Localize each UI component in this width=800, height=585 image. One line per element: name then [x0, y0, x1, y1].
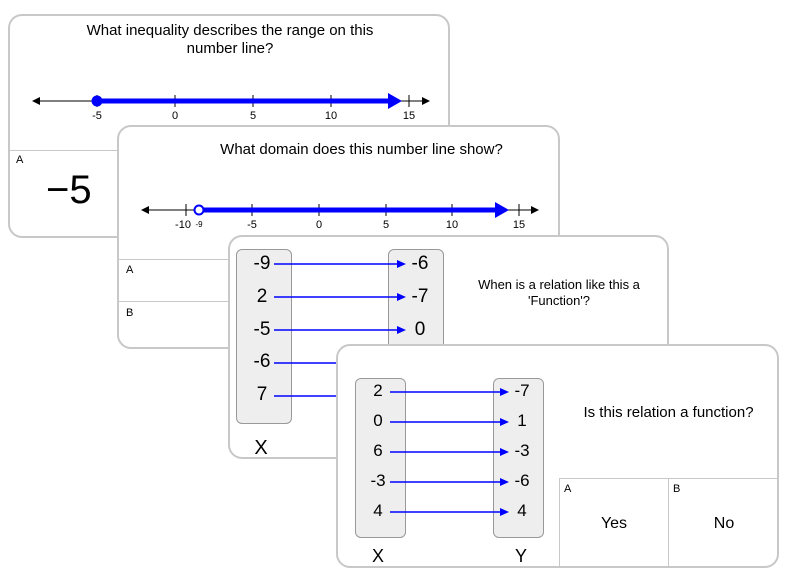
card3-y-value: -7 — [411, 286, 429, 307]
card4-answer-separator — [668, 478, 669, 566]
card4-y-value: -7 — [514, 381, 530, 400]
card3-arrowhead — [397, 260, 406, 268]
card1-tick-label: -5 — [92, 110, 102, 122]
card4-option-a[interactable]: A Yes — [560, 479, 668, 566]
card2-open-endpoint — [193, 204, 205, 216]
card2-question: What domain does this number line show? — [220, 141, 503, 158]
card-relation-is-function[interactable]: 2 0 6 -3 4 -7 1 -3 -6 4 X Y Is this rela… — [336, 344, 779, 568]
card1-option-a-value[interactable]: −5 — [46, 168, 92, 212]
card2-tick-label: 5 — [383, 219, 389, 231]
card4-option-a-text: Yes — [600, 515, 628, 532]
card4-option-b-text: No — [713, 515, 735, 532]
card2-axis-right-arrow — [531, 206, 539, 214]
card4-arrowhead — [500, 508, 509, 516]
card3-x-axis-label: X — [254, 437, 268, 459]
card4-option-b-label: B — [673, 483, 681, 495]
card4-arrowhead — [500, 418, 509, 426]
card4-x-value: 2 — [373, 381, 383, 400]
card4-mapping-arrows — [390, 388, 509, 516]
card1-axis-left-arrow — [32, 97, 40, 105]
card1-range-arrowhead — [388, 93, 402, 109]
card3-question: When is a relation like this a 'Function… — [478, 277, 640, 308]
card2-tick-label: -10 — [175, 219, 191, 231]
card4-x-value: 0 — [373, 411, 383, 430]
card3-x-value: -6 — [253, 351, 271, 372]
card2-tick-label: 15 — [513, 219, 525, 231]
card4-y-value: 1 — [517, 411, 527, 430]
card4-option-a-label: A — [564, 483, 572, 495]
card3-x-value: -5 — [253, 319, 271, 340]
card1-tick-label: 5 — [250, 110, 256, 122]
card3-x-value: -9 — [253, 253, 271, 274]
card4-x-value: 4 — [373, 501, 383, 520]
card4-arrowhead — [500, 388, 509, 396]
card4-question: Is this relation a function? — [583, 404, 754, 421]
card4-y-value: -6 — [514, 471, 530, 490]
card3-y-value: 0 — [414, 319, 426, 340]
card3-x-value: 7 — [256, 384, 268, 405]
card1-closed-endpoint — [91, 95, 103, 107]
card4-y-value: -3 — [514, 441, 530, 460]
card4-y-value: 4 — [517, 501, 527, 520]
card3-arrowhead — [397, 326, 406, 334]
card4-arrowhead — [500, 448, 509, 456]
card1-option-a-label: A — [16, 154, 24, 166]
card1-axis-right-arrow — [422, 97, 430, 105]
card4-option-b[interactable]: B No — [669, 479, 777, 566]
card4-arrowhead — [500, 478, 509, 486]
card4-x-value: -3 — [370, 471, 386, 490]
card2-tick-label: 0 — [316, 219, 322, 231]
card3-y-value: -6 — [411, 253, 429, 274]
card2-number-line: -10 -9 -5 0 5 10 15 — [141, 202, 539, 231]
card2-tick-label: 10 — [446, 219, 458, 231]
card3-arrowhead — [397, 293, 406, 301]
card3-x-value: 2 — [256, 286, 268, 307]
card4-x-value: 6 — [373, 441, 383, 460]
card2-option-a-label[interactable]: A — [126, 264, 134, 276]
card1-tick-label: 10 — [325, 110, 337, 122]
card4-answer-left-border — [559, 478, 560, 566]
card2-minor-label: -9 — [195, 220, 203, 229]
card1-question: What inequality describes the range on t… — [86, 22, 374, 57]
card2-tick-label: -5 — [247, 219, 257, 231]
card3-x-column — [236, 249, 292, 424]
card4-x-axis-label: X — [371, 546, 384, 566]
card2-domain-arrowhead — [495, 202, 509, 218]
card1-number-line: -5 0 5 10 15 — [32, 93, 430, 122]
card1-tick-label: 0 — [172, 110, 178, 122]
card2-option-b-label[interactable]: B — [126, 307, 134, 319]
card2-axis-left-arrow — [141, 206, 149, 214]
card1-tick-label: 15 — [403, 110, 415, 122]
card4-y-axis-label: Y — [514, 546, 527, 566]
